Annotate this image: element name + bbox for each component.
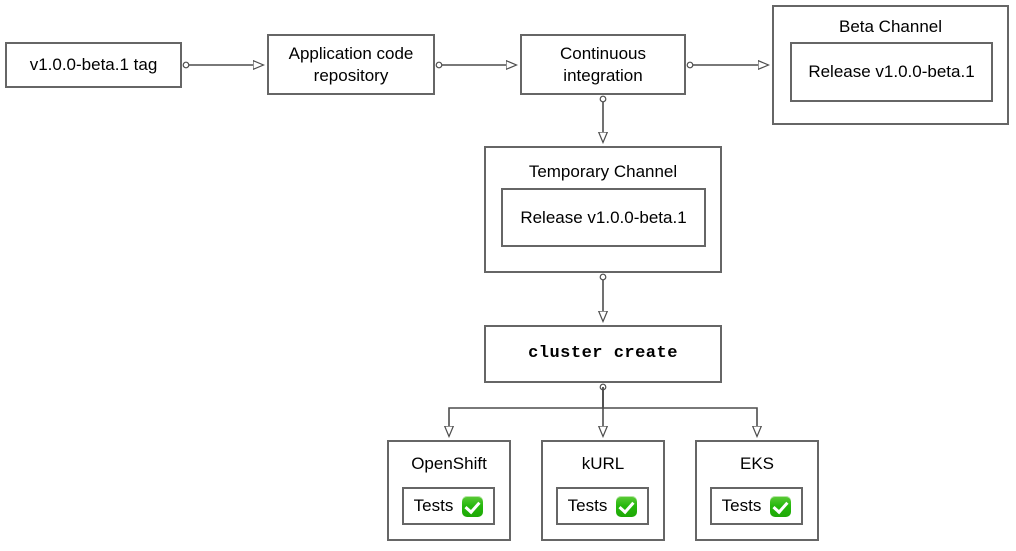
node-tests-eks[interactable]: Tests xyxy=(710,487,803,525)
node-continuous-integration-label: Continuous integration xyxy=(559,44,646,85)
white-check-mark-icon xyxy=(770,495,792,517)
node-tag[interactable]: v1.0.0-beta.1 tag xyxy=(5,42,182,88)
tests-openshift-label: Tests xyxy=(413,496,454,516)
group-beta-channel-title: Beta Channel xyxy=(838,17,943,36)
edge-cluster-to-eks xyxy=(602,387,757,436)
white-check-mark-icon xyxy=(462,495,484,517)
tests-kurl-label: Tests xyxy=(567,496,608,516)
node-temporary-channel-release-label: Release v1.0.0-beta.1 xyxy=(520,207,687,227)
node-tests-kurl[interactable]: Tests xyxy=(556,487,649,525)
node-application-code-repository[interactable]: Application code repository xyxy=(267,34,435,95)
node-application-code-repository-label: Application code repository xyxy=(288,44,414,85)
node-continuous-integration[interactable]: Continuous integration xyxy=(520,34,686,95)
node-tag-label: v1.0.0-beta.1 tag xyxy=(29,55,158,75)
node-cluster-create[interactable]: cluster create xyxy=(484,325,722,383)
node-cluster-create-label: cluster create xyxy=(528,344,678,364)
white-check-mark-icon xyxy=(616,495,638,517)
node-tests-openshift[interactable]: Tests xyxy=(402,487,495,525)
group-openshift-title: OpenShift xyxy=(411,454,487,473)
group-kurl-title: kURL xyxy=(581,454,625,473)
group-temporary-channel-title: Temporary Channel xyxy=(528,162,678,181)
group-eks-title: EKS xyxy=(739,454,775,473)
edge-cluster-to-openshift xyxy=(449,387,603,436)
node-temporary-channel-release[interactable]: Release v1.0.0-beta.1 xyxy=(501,188,706,247)
node-beta-channel-release-label: Release v1.0.0-beta.1 xyxy=(808,62,975,82)
node-beta-channel-release[interactable]: Release v1.0.0-beta.1 xyxy=(790,42,993,102)
tests-eks-label: Tests xyxy=(721,496,762,516)
